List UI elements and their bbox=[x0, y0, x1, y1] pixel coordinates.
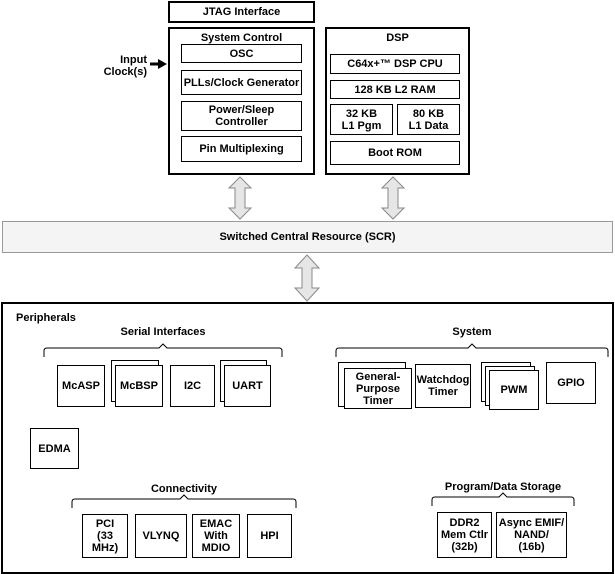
connectivity-brace bbox=[71, 494, 297, 508]
hpi-box: HPI bbox=[247, 514, 292, 558]
peripherals-title: Peripherals bbox=[16, 312, 76, 324]
gpio-box: GPIO bbox=[546, 362, 596, 404]
pll-clock-generator-box: PLLs/Clock Generator bbox=[181, 70, 302, 95]
mcasp-box: McASP bbox=[57, 365, 105, 407]
vlynq-box: VLYNQ bbox=[135, 514, 187, 558]
serial-interfaces-title: Serial Interfaces bbox=[120, 326, 206, 338]
ddr2-controller-box: DDR2 Mem Ctlr (32b) bbox=[437, 512, 492, 558]
system-control-block: System Control bbox=[168, 27, 315, 175]
scr-bar: Switched Central Resource (SCR) bbox=[2, 221, 613, 253]
osc-box: OSC bbox=[181, 44, 302, 63]
scr-peripherals-arrow bbox=[293, 254, 321, 302]
input-clock-label: Input Clock(s) bbox=[103, 54, 147, 78]
watchdog-timer-box: Watchdog Timer bbox=[415, 364, 471, 408]
dsp-scr-arrow bbox=[380, 176, 406, 220]
dsp-title: DSP bbox=[386, 32, 409, 44]
mcbsp-box: McBSP bbox=[115, 365, 163, 407]
jtag-interface-box: JTAG Interface bbox=[168, 1, 315, 23]
i2c-box: I2C bbox=[170, 365, 215, 407]
edma-box: EDMA bbox=[30, 428, 79, 469]
system-control-scr-arrow bbox=[227, 176, 253, 220]
power-sleep-controller-box: Power/Sleep Controller bbox=[181, 101, 302, 131]
pin-multiplexing-box: Pin Multiplexing bbox=[181, 136, 302, 162]
dsp-block: DSP bbox=[325, 27, 470, 175]
l1-data-box: 80 KB L1 Data bbox=[397, 104, 460, 135]
system-control-title: System Control bbox=[200, 32, 283, 44]
pci-box: PCI (33 MHz) bbox=[82, 514, 128, 558]
system-brace bbox=[335, 343, 609, 357]
program-data-storage-brace bbox=[431, 492, 575, 506]
system-title: System bbox=[452, 326, 492, 338]
input-clock-arrow bbox=[150, 59, 167, 69]
program-data-storage-title: Program/Data Storage bbox=[444, 481, 562, 493]
l1-program-box: 32 KB L1 Pgm bbox=[330, 104, 393, 135]
pwm-box: PWM bbox=[489, 370, 539, 410]
l2-ram-box: 128 KB L2 RAM bbox=[330, 80, 460, 99]
general-purpose-timer-box: General- Purpose Timer bbox=[344, 368, 412, 409]
uart-box: UART bbox=[224, 365, 271, 407]
dsp-cpu-box: C64x+™ DSP CPU bbox=[330, 54, 460, 74]
async-emif-nand-box: Async EMIF/ NAND/ (16b) bbox=[496, 512, 567, 558]
boot-rom-box: Boot ROM bbox=[330, 141, 460, 165]
emac-mdio-box: EMAC With MDIO bbox=[192, 514, 240, 558]
peripherals-block: Peripherals bbox=[1, 302, 614, 574]
connectivity-title: Connectivity bbox=[150, 483, 217, 495]
serial-interfaces-brace bbox=[43, 343, 283, 357]
